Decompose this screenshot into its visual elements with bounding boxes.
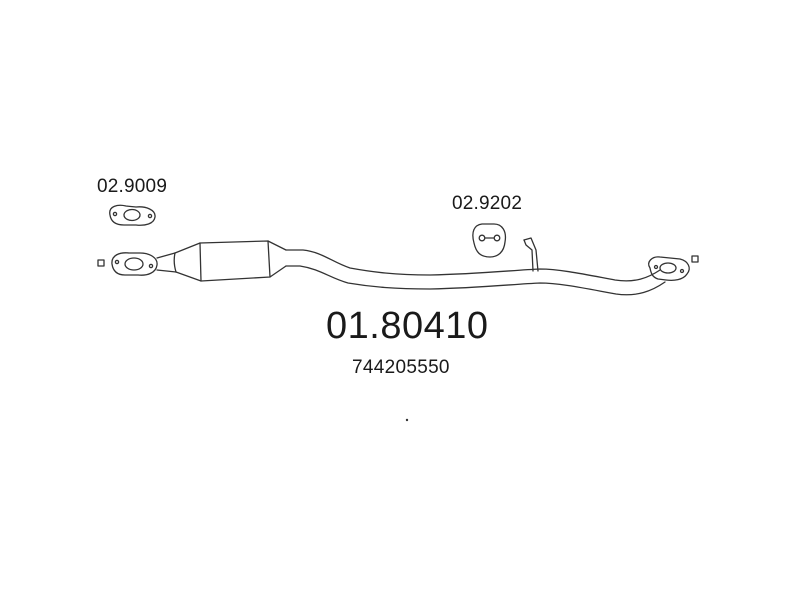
rear-flange-icon bbox=[648, 256, 690, 281]
inlet-pipe bbox=[156, 252, 177, 273]
right-end-marker bbox=[691, 255, 699, 263]
main-part-number: 01.80410 bbox=[326, 305, 489, 347]
main-pipe bbox=[285, 249, 666, 296]
gasket-part-number: 02.9009 bbox=[97, 176, 168, 197]
left-end-marker bbox=[97, 259, 105, 267]
rubber-hanger-icon bbox=[472, 223, 507, 258]
stray-dot bbox=[405, 418, 409, 422]
hanger-part-number: 02.9202 bbox=[452, 193, 523, 214]
pipe-bracket bbox=[523, 237, 539, 272]
oem-number: 744205550 bbox=[352, 357, 450, 378]
front-flange-icon bbox=[111, 252, 158, 276]
gasket-icon bbox=[109, 204, 156, 226]
catalytic-converter-icon bbox=[173, 240, 287, 282]
